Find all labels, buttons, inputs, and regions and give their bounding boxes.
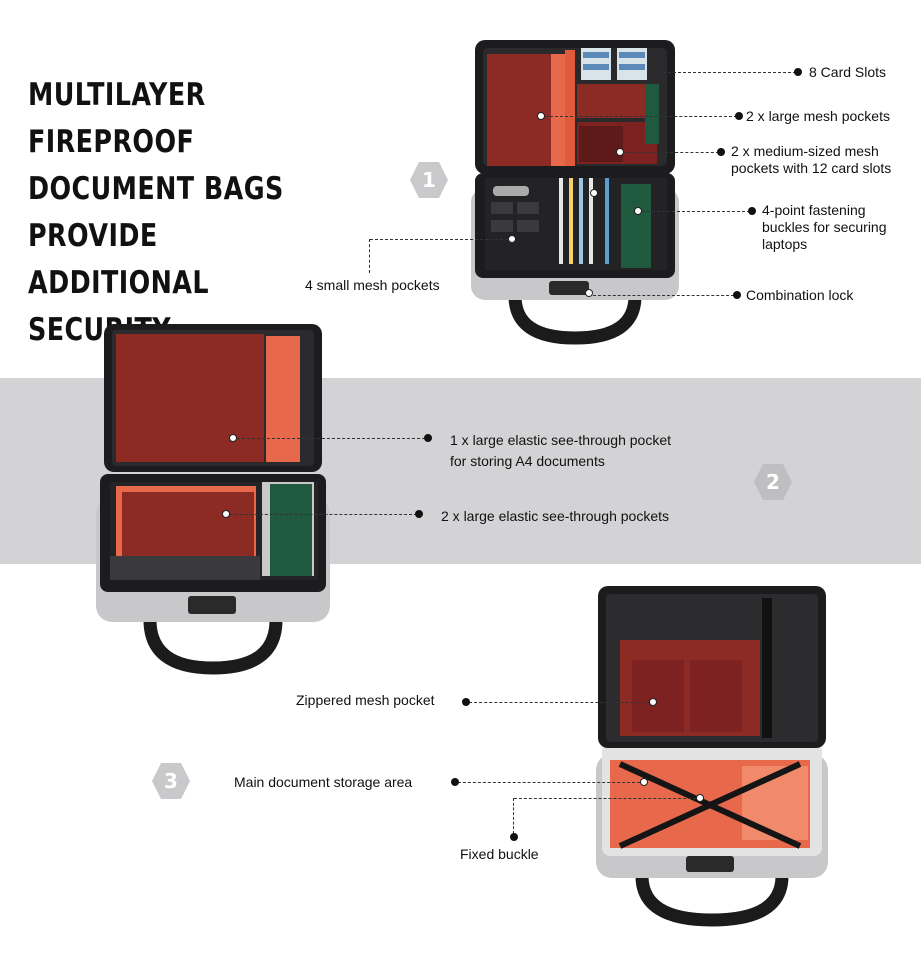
- label-card-slots: 8 Card Slots: [809, 64, 887, 80]
- callout-line-elastic-pockets: [230, 514, 417, 515]
- label-large-mesh: 2 x large mesh pockets: [746, 108, 890, 124]
- callout-vline-fixed-buckle: [513, 798, 514, 834]
- callout-dot-lock: [585, 289, 593, 297]
- callout-dot-medium-mesh: [616, 148, 624, 156]
- label-main-storage: Main document storage area: [234, 774, 413, 790]
- callout-line-main-storage: [458, 782, 640, 783]
- label-fixed-buckle: Fixed buckle: [460, 846, 539, 862]
- headline-line-2: DOCUMENT BAGS PROVIDE: [28, 171, 284, 254]
- callout-line-buckles: [642, 211, 750, 212]
- callout-dot-zippered: [649, 698, 657, 706]
- step-2-hexagon: 2: [754, 464, 792, 500]
- callout-endpoint-main-storage: [451, 778, 459, 786]
- step-2-number: 2: [766, 470, 780, 494]
- label-buckles: 4-point fastening buckles for securing l…: [762, 202, 912, 253]
- label-medium-mesh-line-2: pockets with 12 card slots: [731, 160, 892, 176]
- label-small-mesh: 4 small mesh pockets: [305, 277, 440, 293]
- callout-line-fixed-buckle: [514, 798, 696, 799]
- callout-endpoint-lock: [733, 291, 741, 299]
- step-3-hexagon: 3: [152, 763, 190, 799]
- callout-endpoint-card-slots: [794, 68, 802, 76]
- callout-vline-small-mesh: [369, 239, 370, 273]
- callout-dot-large-mesh: [537, 112, 545, 120]
- callout-dot-elastic-pockets: [222, 510, 230, 518]
- callout-dot-small-mesh: [508, 235, 516, 243]
- callout-dot-a4-pocket: [229, 434, 237, 442]
- callout-line-large-mesh: [545, 116, 737, 117]
- callout-line-lock: [593, 295, 734, 296]
- callout-dot-main-storage: [640, 778, 648, 786]
- callout-endpoint-buckles: [748, 207, 756, 215]
- step-3-number: 3: [164, 769, 178, 793]
- bag-1-illustration: [471, 40, 679, 345]
- label-a4-pocket-line-1: 1 x large elastic see-through pocket: [450, 432, 672, 448]
- callout-endpoint-medium-mesh: [717, 148, 725, 156]
- label-elastic-pockets: 2 x large elastic see-through pockets: [441, 508, 670, 524]
- callout-line-a4-pocket: [237, 438, 425, 439]
- label-medium-mesh: 2 x medium-sized mesh pockets with 12 ca…: [731, 143, 921, 177]
- label-a4-pocket: 1 x large elastic see-through pocket for…: [450, 430, 750, 472]
- callout-endpoint-large-mesh: [735, 112, 743, 120]
- bag-2-illustration: [96, 324, 330, 675]
- headline: MULTILAYER FIREPROOF DOCUMENT BAGS PROVI…: [28, 72, 356, 354]
- callout-dot-small-mesh-upper: [590, 189, 598, 197]
- callout-line-small-mesh: [370, 239, 508, 240]
- label-buckles-line-1: 4-point fastening: [762, 202, 866, 218]
- label-buckles-line-3: laptops: [762, 236, 808, 252]
- callout-line-zippered: [469, 702, 649, 703]
- label-medium-mesh-line-1: 2 x medium-sized mesh: [731, 143, 879, 159]
- step-1-number: 1: [422, 168, 436, 192]
- callout-endpoint-a4-pocket: [424, 434, 432, 442]
- callout-dot-fixed-buckle: [696, 794, 704, 802]
- label-a4-pocket-line-2: for storing A4 documents: [450, 453, 605, 469]
- label-buckles-line-2: buckles for securing: [762, 219, 887, 235]
- callout-line-card-slots: [663, 72, 796, 73]
- label-zippered-mesh-pocket: Zippered mesh pocket: [296, 692, 435, 708]
- callout-endpoint-elastic-pockets: [415, 510, 423, 518]
- callout-endpoint-fixed-buckle: [510, 833, 518, 841]
- callout-line-medium-mesh: [624, 152, 719, 153]
- step-1-hexagon: 1: [410, 162, 448, 198]
- label-combination-lock: Combination lock: [746, 287, 854, 303]
- callout-endpoint-zippered: [462, 698, 470, 706]
- callout-dot-buckles: [634, 207, 642, 215]
- bag-3-illustration: [596, 586, 828, 927]
- headline-line-1: MULTILAYER FIREPROOF: [28, 77, 206, 160]
